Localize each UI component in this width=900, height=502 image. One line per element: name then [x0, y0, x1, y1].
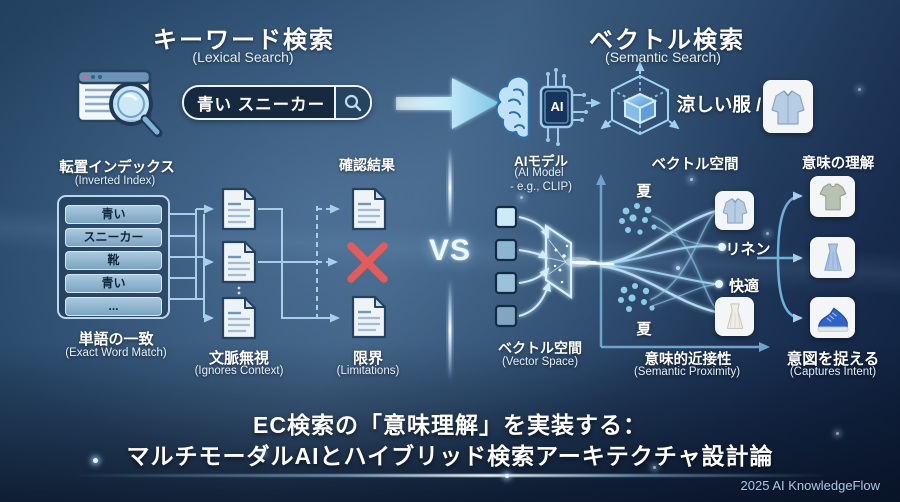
- blue-sneaker-icon: [816, 307, 849, 332]
- sparkle-dot: [262, 452, 265, 455]
- scatter-title: ベクトル空間: [651, 157, 739, 173]
- blue-shirt-icon: [722, 198, 747, 224]
- flow-arrow-icon: [396, 78, 499, 129]
- semantic-subtitle: (Semantic Search): [605, 49, 721, 65]
- index-term: 靴: [65, 251, 162, 270]
- white-dress-icon: [726, 303, 743, 329]
- projection-funnel-icon: [544, 223, 599, 300]
- index-term: 青い: [65, 205, 162, 224]
- point-label-linen: リネン: [725, 241, 771, 258]
- sparkle-dot: [520, 196, 523, 199]
- exact-match-caption: 単語の一致: [78, 331, 154, 348]
- inverted-index-subtitle: (Inverted Index): [74, 175, 156, 187]
- cluster-dots-top: [619, 203, 657, 235]
- scatter-shirt-image: [715, 191, 754, 230]
- sparkle-dot: [766, 232, 769, 235]
- results-title: 確認結果: [339, 157, 395, 173]
- limitations-caption-en: (Limitations): [336, 365, 400, 377]
- semantic-proximity-caption: 意味的近接性: [644, 352, 732, 368]
- semantic-proximity-caption-en: (Semantic Proximity): [633, 366, 741, 378]
- footer-title-line2: マルチモーダルAIとハイブリッド検索アーキテクチャ設計論: [126, 443, 774, 469]
- cluster-bottom-label: 夏: [636, 321, 652, 338]
- scatter-dress-image: [715, 297, 754, 336]
- blue-dress-icon: [823, 243, 842, 271]
- lexical-subtitle: (Lexical Search): [192, 49, 294, 65]
- semantic-title: ベクトル検索: [589, 27, 745, 54]
- captures-intent-caption-en: (Captures Intent): [789, 366, 877, 378]
- query-shirt-image: [763, 80, 813, 133]
- ai-model-label: AIモデル: [514, 154, 568, 169]
- x-mark-icon: [347, 242, 388, 283]
- docs-to-results-connectors: [258, 204, 340, 323]
- index-to-docs-connectors: [170, 204, 214, 323]
- sparkle-dot: [858, 88, 861, 91]
- vector-space-axes: [596, 174, 770, 352]
- search-button[interactable]: [334, 87, 370, 118]
- embedding-squares: [494, 205, 518, 328]
- inverted-index-title: 転置インデックス: [59, 160, 175, 176]
- squares-to-funnel-arrows: [518, 216, 551, 317]
- vector-cube-icon: [600, 61, 680, 136]
- labeled-points: [715, 243, 726, 288]
- document-icon: [221, 187, 257, 340]
- sparkle-dot: [505, 474, 509, 478]
- sparkle-dot: [93, 458, 98, 463]
- semantic-query-text: 涼しい服 /: [676, 94, 762, 115]
- exact-match-caption-en: (Exact Word Match): [65, 347, 167, 359]
- captures-intent-caption: 意図を捉える: [786, 351, 880, 368]
- sparkle-dot: [690, 178, 693, 181]
- semantic-flow-curves: [574, 209, 719, 314]
- point-label-comfort: 快適: [728, 278, 760, 295]
- lexical-title: キーワード検索: [153, 27, 335, 54]
- vector-space-caption-en: (Vector Space): [501, 356, 579, 368]
- vector-space-caption: ベクトル空間: [498, 340, 582, 356]
- blue-shirt-icon: [771, 89, 805, 125]
- footer-title-line1: EC検索の「意味理解」を実装する：: [253, 412, 647, 438]
- cluster-top-label: 夏: [636, 183, 652, 200]
- brain-ai-icon: [495, 68, 588, 146]
- sparkle-dot: [676, 266, 680, 270]
- sparkle-dot: [653, 466, 656, 469]
- ignores-context-caption: 文脈無視: [208, 350, 270, 367]
- versus-label: VS: [428, 234, 472, 267]
- result-dress-image: [810, 237, 855, 278]
- index-term: 青い: [65, 274, 162, 293]
- index-term: ...: [65, 297, 162, 316]
- inverted-index-box: 青い スニーカー 靴 青い ...: [57, 195, 170, 319]
- search-query-text: 青い スニーカー: [197, 95, 326, 114]
- cluster-dots-bottom: [618, 283, 655, 312]
- index-term: スニーカー: [65, 228, 162, 247]
- ignores-context-caption-en: (Ignores Context): [194, 365, 284, 377]
- grey-tshirt-icon: [819, 183, 846, 210]
- credit-text: 2025 AI KnowledgeFlow: [740, 478, 880, 493]
- browser-search-icon: [76, 69, 163, 138]
- footer-glow-line: [70, 474, 830, 477]
- limitations-caption: 限界: [352, 350, 384, 367]
- ai-model-sub1: (AI Model: [514, 167, 564, 179]
- search-input[interactable]: 青い スニーカー: [182, 85, 372, 120]
- result-sneaker-image: [810, 297, 855, 338]
- understanding-bracket-arrows: [757, 191, 803, 323]
- sparkle-dot: [836, 432, 839, 435]
- result-tshirt-image: [810, 176, 855, 217]
- ai-model-sub2: - e.g., CLIP): [510, 181, 572, 193]
- understanding-title: 意味の理解: [801, 156, 875, 172]
- ai-chip-label: AI: [550, 99, 564, 114]
- vs-divider-beam: [414, 148, 473, 380]
- search-icon: [344, 94, 362, 111]
